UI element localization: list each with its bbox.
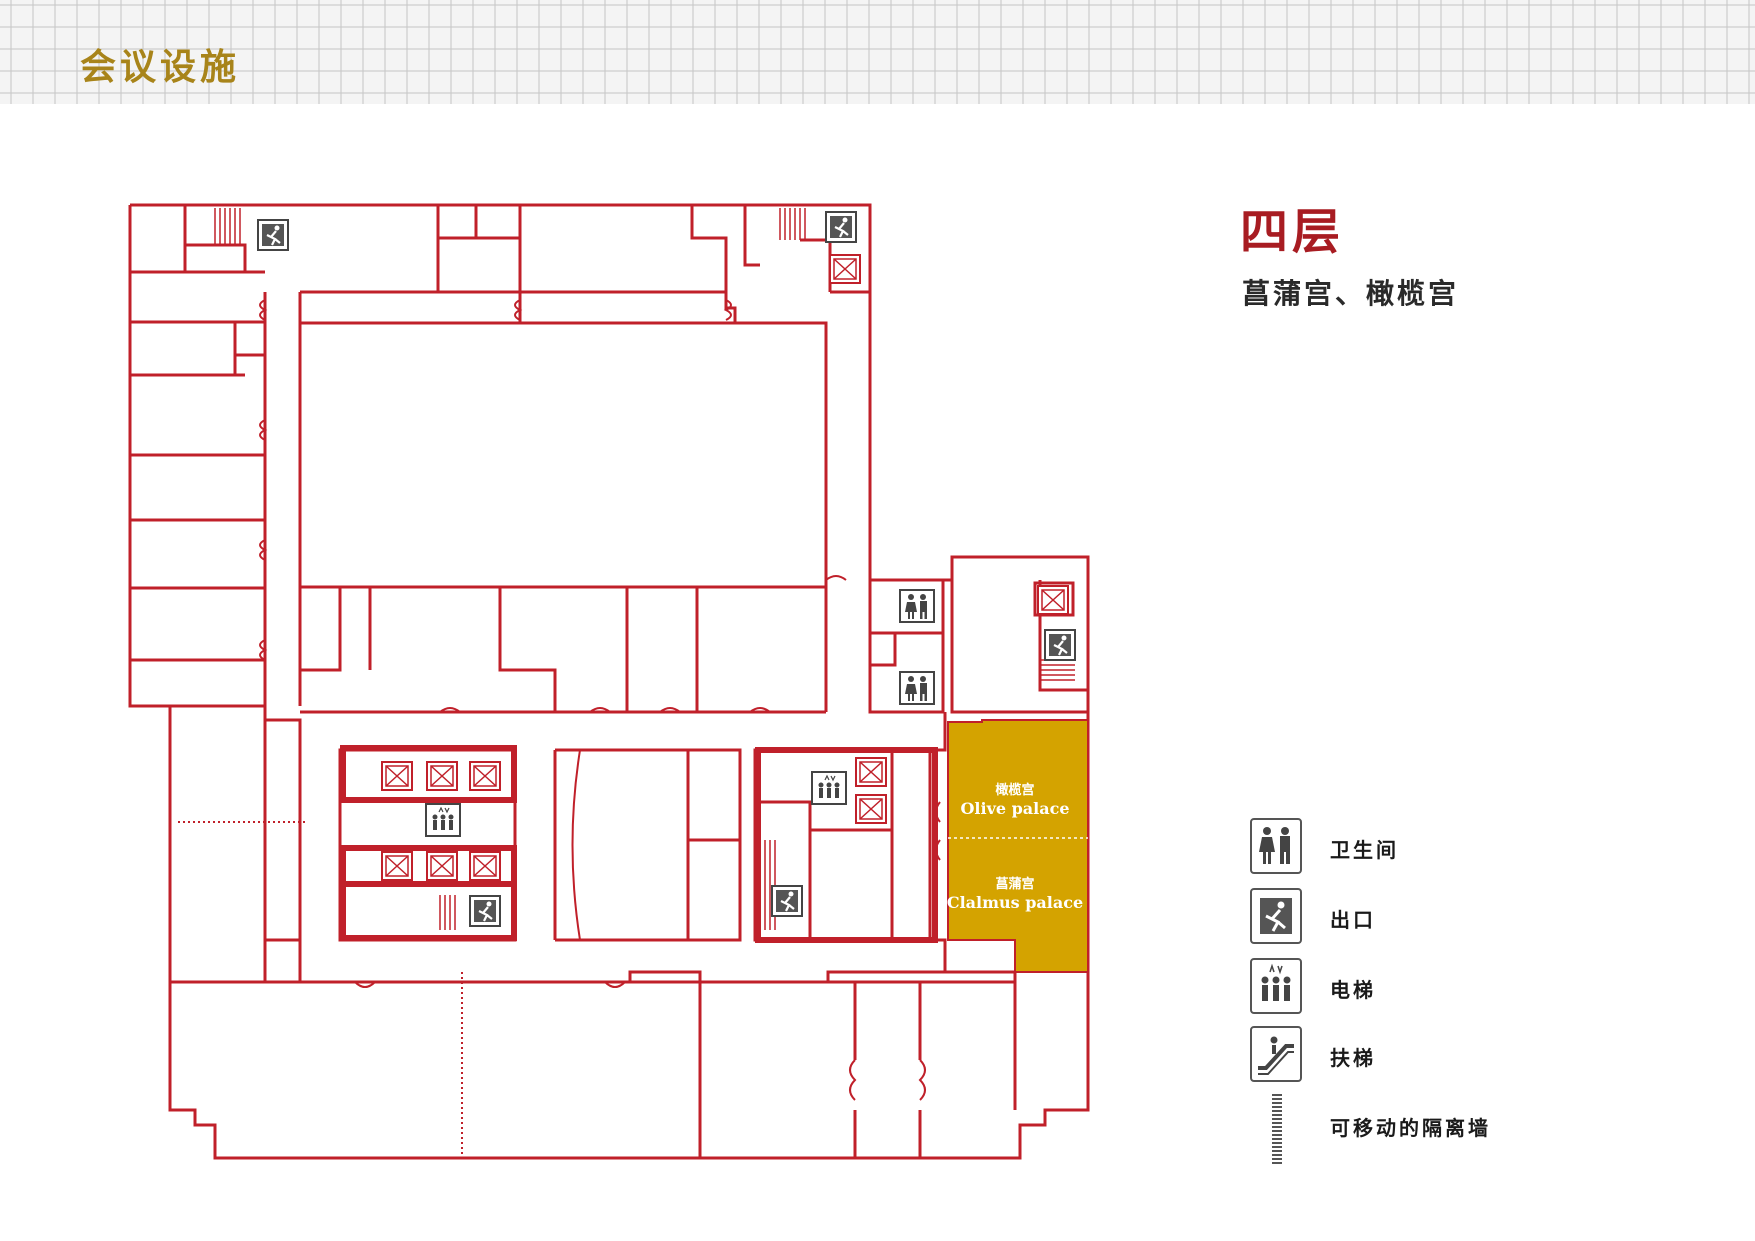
elevator-icon [1250,958,1302,1014]
elevator-icon [811,771,847,805]
elevator-shaft-icon [829,254,861,284]
elevator-shaft-icon [381,851,413,881]
olive-palace-name-en: Olive palace [960,799,1069,818]
movable-wall-icon [1272,1094,1282,1164]
elevator-icon [425,803,461,837]
elevator-shaft-icon [381,761,413,791]
legend-movable-wall-label: 可移动的隔离墙 [1330,1116,1491,1140]
conference-room-area [947,719,1089,973]
emergency-exit-icon [1043,628,1077,662]
elevator-shaft-icon [855,757,887,787]
legend-exit: 出口 [1250,888,1650,948]
calamus-palace-room[interactable]: 菖蒲宫 Clalmus palace [947,876,1083,912]
legend-restroom-label: 卫生间 [1330,838,1399,862]
elevator-shaft-icon [426,851,458,881]
emergency-exit-icon [468,894,502,928]
elevator-shaft-icon [855,794,887,824]
legend-elevator-label: 电梯 [1330,978,1376,1002]
emergency-exit-icon [1250,888,1302,944]
olive-palace-room[interactable]: 橄榄宫 Olive palace [960,782,1069,818]
header-pattern-band [0,0,1755,104]
legend-escalator: 扶梯 [1250,1026,1650,1086]
rooms-subtitle: 菖蒲宫、橄榄宫 [1242,277,1460,310]
calamus-palace-name-en: Clalmus palace [947,893,1083,912]
legend-escalator-label: 扶梯 [1330,1046,1376,1070]
elevator-shaft-icon [469,761,501,791]
restroom-icon [899,671,935,705]
legend-exit-label: 出口 [1330,908,1376,932]
restroom-icon [899,589,935,623]
section-title: 会议设施 [80,46,241,88]
elevator-shaft-icon [1037,585,1069,615]
highlighted-rooms [947,719,1089,973]
emergency-exit-icon [256,218,290,252]
olive-palace-name-cn: 橄榄宫 [995,782,1034,798]
restroom-icon [1250,818,1302,874]
calamus-palace-name-cn: 菖蒲宫 [995,876,1034,892]
legend-restroom: 卫生间 [1250,818,1650,878]
legend-movable-wall: 可移动的隔离墙 [1250,1096,1650,1156]
escalator-icon [1250,1026,1302,1082]
legend-elevator: 电梯 [1250,958,1650,1018]
emergency-exit-icon [770,884,804,918]
floor-title: 四层 [1240,204,1345,260]
elevator-shaft-icon [426,761,458,791]
emergency-exit-icon [824,210,858,244]
elevator-shaft-icon [469,851,501,881]
